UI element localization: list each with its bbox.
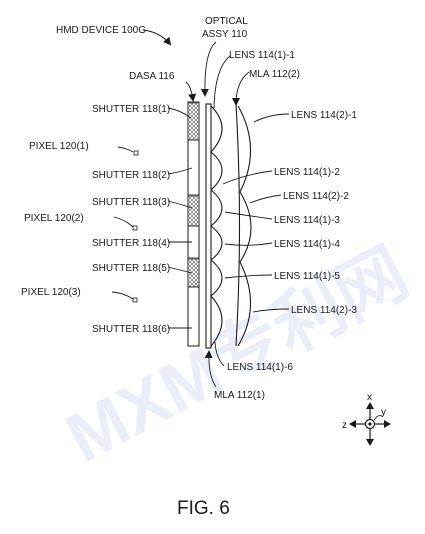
leader-shutter-5 (167, 266, 193, 274)
axis-x-arrowhead (366, 402, 374, 409)
label-shutter-5: SHUTTER 118(5) (92, 263, 170, 274)
label-lens-1-4: LENS 114(1)-4 (274, 239, 340, 250)
label-shutter-6: SHUTTER 118(6) (92, 324, 170, 335)
leader-mla-1 (204, 350, 217, 388)
label-lens-1-6: LENS 114(1)-6 (227, 362, 293, 373)
shutter-118-3-closed (187, 195, 200, 227)
label-pixel-2: PIXEL 120(2) (24, 213, 84, 224)
leader-lens-2-3 (252, 308, 290, 313)
label-pixel-1: PIXEL 120(1) (29, 141, 89, 152)
shutter-118-1-closed (187, 102, 200, 141)
label-dasa: DASA 116 (129, 71, 175, 82)
label-lens-1-3: LENS 114(1)-3 (274, 215, 340, 226)
label-shutter-1: SHUTTER 118(1) (92, 104, 170, 115)
lens-114-2-3-shape (237, 261, 252, 347)
label-mla-2: MLA 112(2) (249, 69, 300, 80)
axis-y-label: y (381, 407, 386, 418)
label-lens-2-2: LENS 114(2)-2 (283, 191, 349, 202)
leader-shutter-3 (167, 200, 193, 209)
callout-labels: HMD DEVICE 100G OPTICAL ASSY 110 DASA 11… (21, 16, 357, 401)
shutter-118-5-closed (187, 258, 200, 288)
lens-114-1-3-shape (210, 189, 223, 227)
mla-112-1-substrate (205, 103, 212, 349)
label-lens-1-1: LENS 114(1)-1 (229, 50, 295, 61)
figure-caption: FIG. 6 (177, 498, 230, 519)
label-lens-1-5: LENS 114(1)-5 (274, 271, 340, 282)
label-shutter-2: SHUTTER 118(2) (92, 170, 170, 181)
label-hmd-device: HMD DEVICE 100G (56, 25, 146, 36)
label-lens-2-3: LENS 114(2)-3 (291, 305, 357, 316)
axis-right-arrowhead (384, 420, 391, 428)
leader-pixel-2 (113, 216, 134, 228)
axis-x-label: x (367, 392, 372, 403)
leader-pixel-3 (111, 291, 134, 300)
leader-lens-2-1 (253, 113, 290, 123)
leader-lens-2-2 (249, 194, 282, 204)
lens-114-2-1-shape (237, 105, 252, 193)
axis-z-arrowhead (349, 420, 356, 428)
label-pixel-3: PIXEL 120(3) (21, 287, 81, 298)
leader-lens-1-3 (224, 211, 273, 220)
mla-112-2 (235, 103, 252, 347)
axis-origin-dot (368, 422, 372, 426)
leader-shutter-2 (167, 167, 193, 175)
label-optical-line2: ASSY 110 (202, 29, 248, 40)
axis-y-leader (373, 415, 383, 421)
leader-hmd-device (142, 29, 172, 46)
lens-114-1-5-shape (210, 259, 223, 297)
label-lens-2-1: LENS 114(2)-1 (291, 110, 357, 121)
mla-112-2-substrate (235, 103, 241, 347)
label-optical-line1: OPTICAL (205, 16, 248, 27)
leader-optical-assy (200, 41, 217, 97)
axis-indicator (349, 402, 391, 446)
leader-shutter-1 (167, 107, 192, 119)
lens-114-1-1-shape (210, 105, 223, 153)
label-mla-1: MLA 112(1) (214, 390, 265, 401)
dasa-shutter-strip (187, 101, 200, 347)
leader-lens-1-2 (222, 170, 273, 185)
leader-lens-1-4 (224, 242, 273, 246)
axis-down-arrowhead (366, 439, 374, 446)
label-shutter-3: SHUTTER 118(3) (92, 197, 170, 208)
lens-114-1-6-shape (210, 295, 223, 347)
leader-pixel-1 (117, 146, 134, 153)
leader-lens-1-1 (213, 55, 231, 109)
leader-dasa (185, 81, 197, 102)
lens-114-2-2-shape (239, 191, 252, 263)
label-shutter-4: SHUTTER 118(4) (92, 238, 170, 249)
mla-112-1 (205, 103, 223, 349)
lens-114-1-4-shape (210, 225, 223, 261)
leader-mla-2 (232, 71, 250, 106)
axis-z-label: z (342, 420, 347, 431)
label-lens-1-2: LENS 114(1)-2 (274, 167, 340, 178)
pixel-120-2-marker (132, 225, 138, 231)
leader-lines (111, 29, 290, 388)
leader-lens-1-6 (214, 341, 225, 367)
pixel-120-1-marker (133, 150, 139, 156)
lens-114-1-2-shape (210, 151, 223, 191)
pixel-120-3-marker (132, 297, 138, 303)
leader-lens-1-5 (224, 274, 273, 279)
